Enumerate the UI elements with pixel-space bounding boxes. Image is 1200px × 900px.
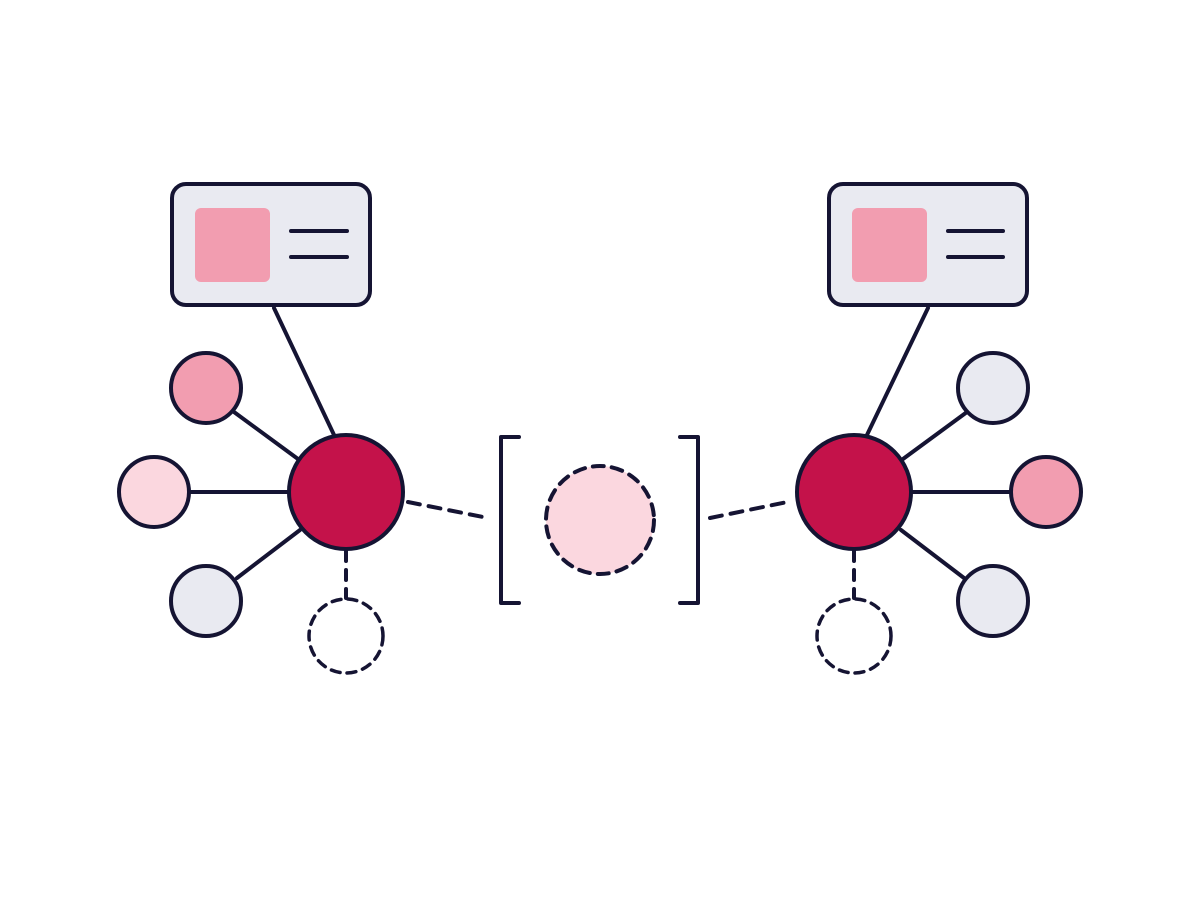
right-lower-connector [899,528,966,580]
right-satellite-middle [1009,455,1083,529]
center-dashed-node [544,464,656,576]
left-hub-node [287,433,405,551]
center-to-right-dashed-link [708,499,794,520]
left-image-placeholder-icon [195,208,270,282]
right-upper-connector [901,410,969,461]
left-lower-connector [235,528,302,580]
left-card-connector [272,306,337,439]
center-group [406,435,794,605]
left-to-center-dashed-link [406,500,490,520]
right-bracket [678,435,700,605]
left-satellite-middle [117,455,191,529]
right-hub-node [795,433,913,551]
right-satellite-lower [956,564,1030,638]
left-upper-connector [232,410,300,461]
left-satellite-upper [169,351,243,425]
left-satellite-bottom-dashed [307,597,385,675]
right-satellite-upper [956,351,1030,425]
right-satellite-bottom-dashed [815,597,893,675]
right-info-card [827,182,1029,307]
left-satellite-lower [169,564,243,638]
right-card-connector [864,306,930,439]
right-image-placeholder-icon [852,208,927,282]
left-info-card [170,182,372,307]
right-cluster [795,182,1083,675]
left-bracket [499,435,521,605]
left-cluster [117,182,405,675]
